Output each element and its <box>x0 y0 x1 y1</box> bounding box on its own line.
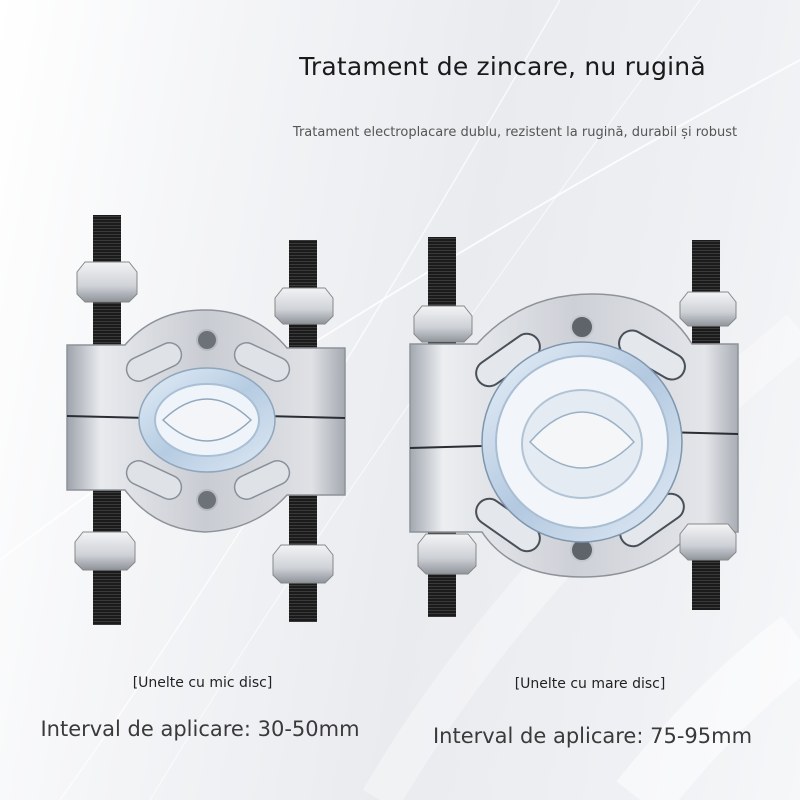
page-title: Tratament de zincare, nu rugină <box>299 52 706 81</box>
bearing-separator-large-icon <box>409 237 739 617</box>
application-range-large: Interval de aplicare: 75-95mm <box>432 724 753 748</box>
page-subtitle: Tratament electroplacare dublu, rezisten… <box>292 125 738 140</box>
bearing-separator-small-icon <box>66 215 346 625</box>
product-image-small-disc <box>55 210 355 630</box>
product-image-large-disc <box>402 232 747 622</box>
product-caption-small: [Unelte cu mic disc] <box>132 675 273 691</box>
application-range-small: Interval de aplicare: 30-50mm <box>40 717 360 741</box>
product-caption-large: [Unelte cu mare disc] <box>514 676 666 692</box>
